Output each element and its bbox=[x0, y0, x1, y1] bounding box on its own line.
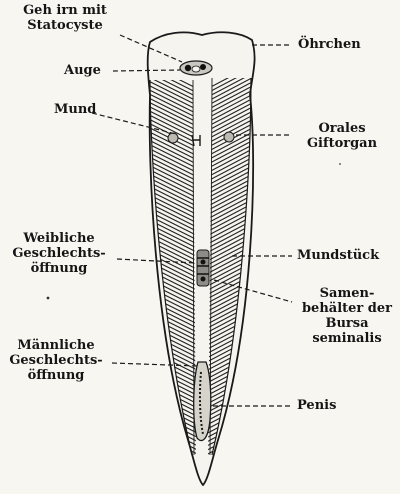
brain-with-statocyst bbox=[180, 61, 212, 75]
label-male-line2: Geschlechts- bbox=[0, 353, 112, 368]
label-brain: Geh irn mit Statocyste bbox=[10, 3, 120, 33]
label-male-line3: öffnung bbox=[0, 368, 112, 383]
speck bbox=[47, 297, 50, 300]
label-female-opening: Weibliche Geschlechts- öffnung bbox=[0, 231, 118, 276]
label-male-opening: Männliche Geschlechts- öffnung bbox=[0, 338, 112, 383]
label-male-line1: Männliche bbox=[0, 338, 112, 353]
label-seminal-line3: Bursa bbox=[296, 316, 398, 331]
label-female-line3: öffnung bbox=[0, 261, 118, 276]
speck bbox=[339, 163, 341, 165]
label-eye: Auge bbox=[64, 63, 101, 78]
penis-organ bbox=[194, 362, 211, 441]
label-female-line2: Geschlechts- bbox=[0, 246, 118, 261]
label-oral-venom-organ: Orales Giftorgan bbox=[292, 121, 392, 151]
label-venom-line2: Giftorgan bbox=[292, 136, 392, 151]
label-auricle: Öhrchen bbox=[298, 37, 361, 52]
label-brain-line2: Statocyste bbox=[10, 18, 120, 33]
label-seminal-line2: behälter der bbox=[296, 301, 398, 316]
label-auricle-line1: Öhrchen bbox=[298, 37, 361, 52]
label-eye-line1: Auge bbox=[64, 63, 101, 78]
label-mouthpiece-line1: Mundstück bbox=[297, 248, 379, 263]
label-female-line1: Weibliche bbox=[0, 231, 118, 246]
label-brain-line1: Geh irn mit bbox=[10, 3, 120, 18]
label-seminal-line4: seminalis bbox=[296, 331, 398, 346]
label-venom-line1: Orales bbox=[292, 121, 392, 136]
label-seminal-receptacle: Samen- behälter der Bursa seminalis bbox=[296, 286, 398, 346]
label-mouth-line1: Mund bbox=[54, 102, 96, 117]
label-penis-line1: Penis bbox=[297, 398, 336, 413]
label-mouth: Mund bbox=[54, 102, 96, 117]
label-seminal-line1: Samen- bbox=[296, 286, 398, 301]
genital-complex bbox=[197, 250, 209, 286]
label-mouthpiece: Mundstück bbox=[297, 248, 379, 263]
label-penis: Penis bbox=[297, 398, 336, 413]
